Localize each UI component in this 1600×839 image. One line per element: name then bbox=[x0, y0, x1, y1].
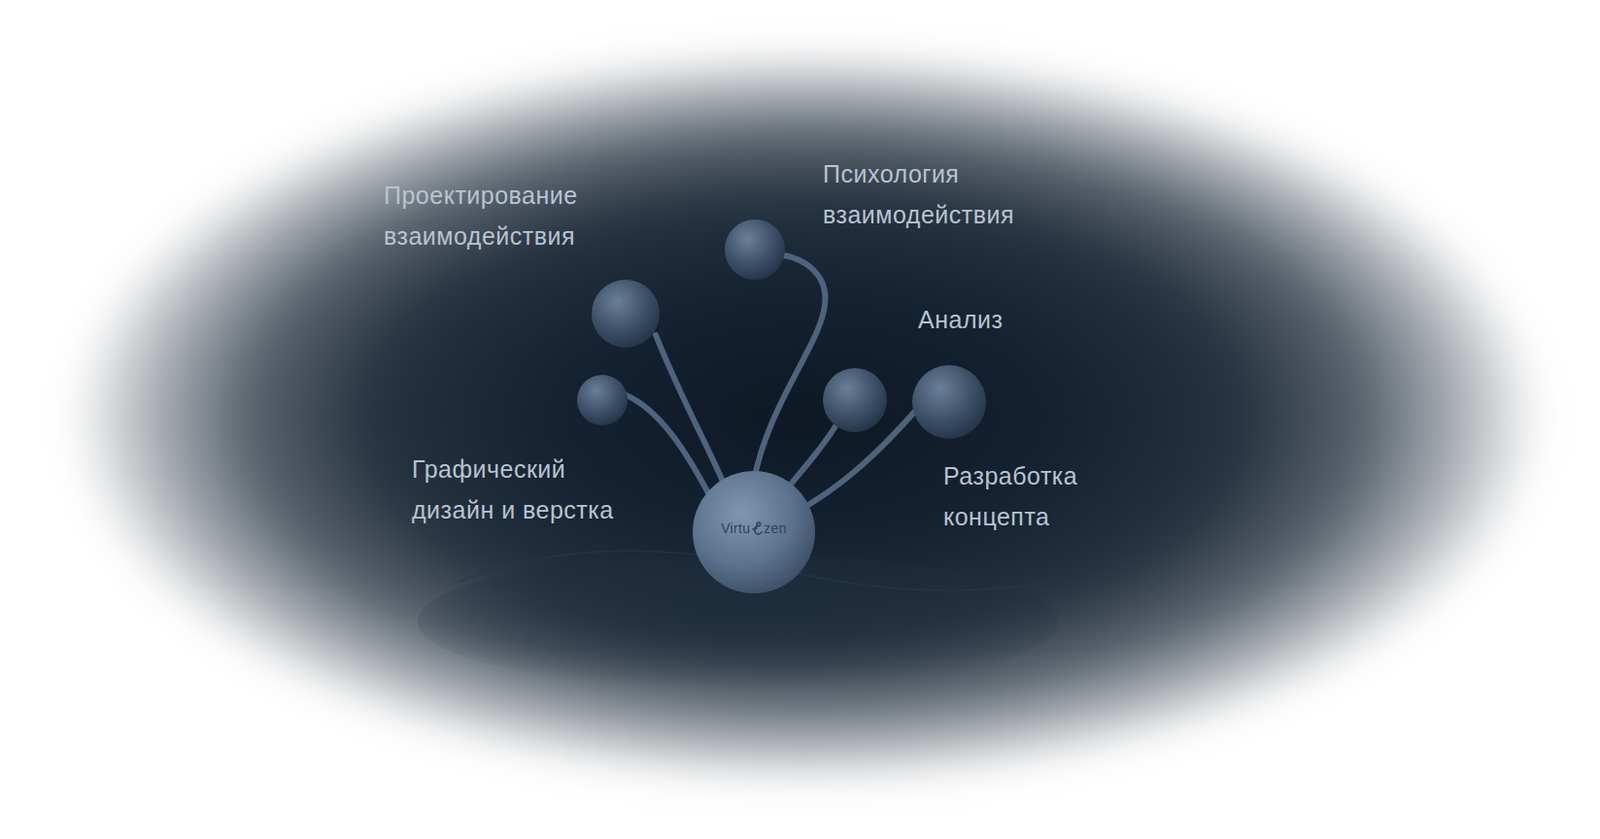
logo-figure bbox=[750, 520, 763, 537]
skill-label: Графический дизайн и верстка bbox=[411, 448, 618, 531]
logo-text: zen bbox=[763, 520, 786, 537]
skill-label: Психология взаимодействия bbox=[822, 153, 1020, 236]
skill-label: Разработка концепта bbox=[943, 455, 1083, 538]
logo-text: Virtu bbox=[720, 520, 750, 537]
ball-shape bbox=[692, 471, 816, 594]
skill-label: Анализ bbox=[918, 299, 1008, 341]
logo-ball: Virtu zen bbox=[692, 471, 816, 594]
logo-row: Virtu zen bbox=[692, 520, 816, 537]
skill-label: Проектирование взаимодействия bbox=[383, 174, 582, 257]
